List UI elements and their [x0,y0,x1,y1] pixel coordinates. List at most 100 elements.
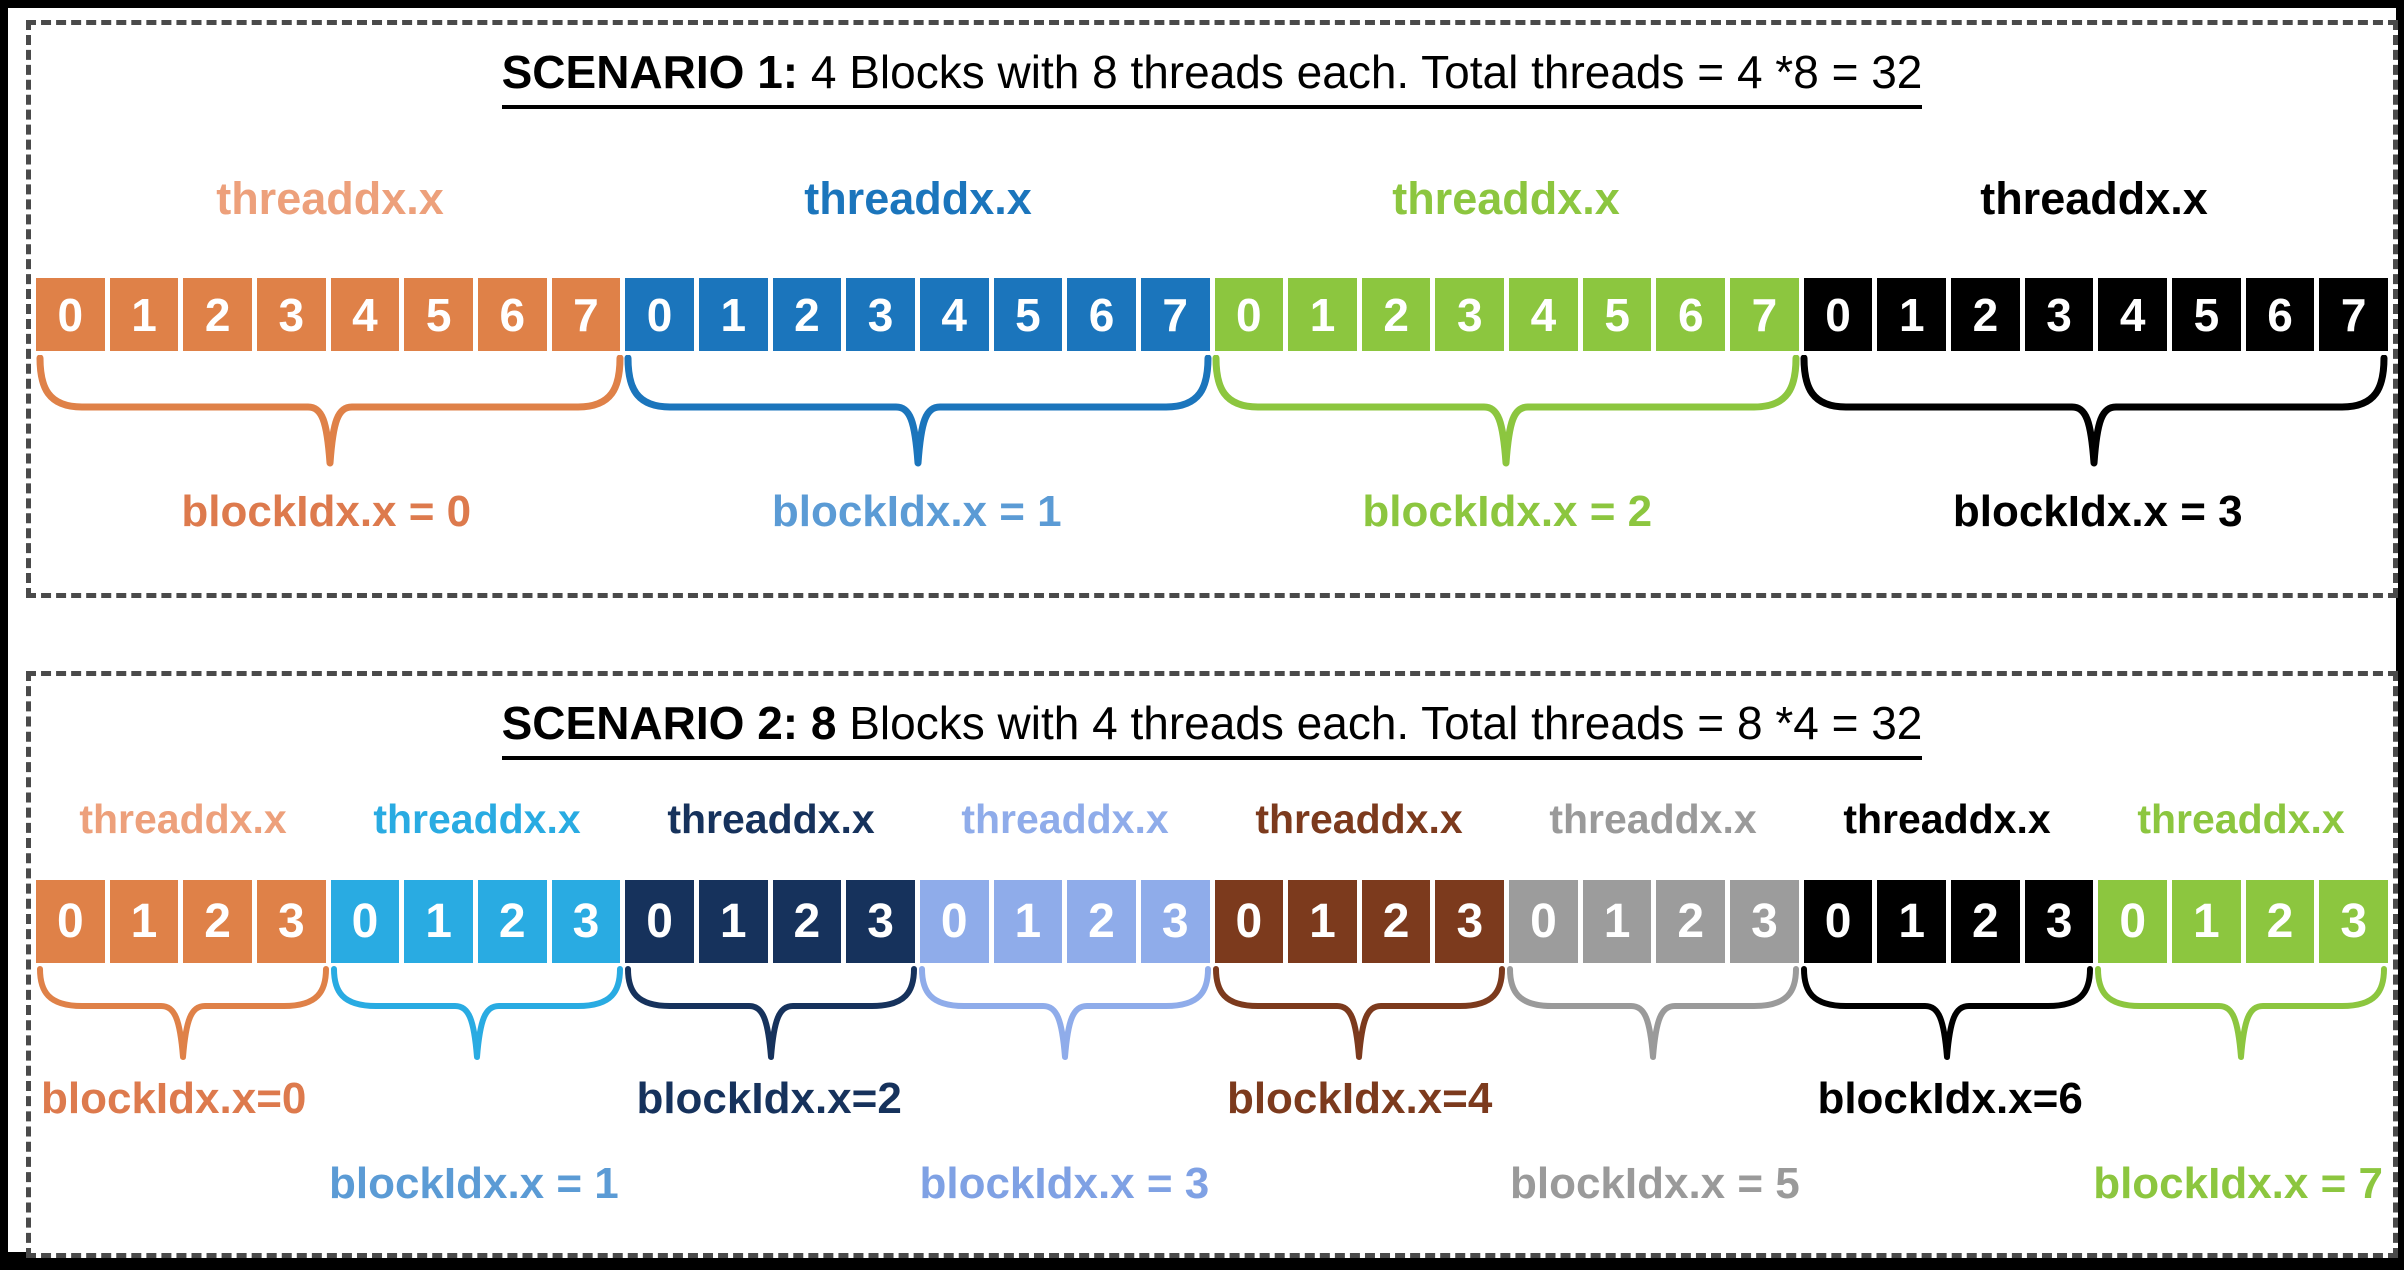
block-index-label: blockIdx.x=2 [636,1074,902,1123]
brace-curve-icon [2095,966,2387,1060]
thread-cell: 1 [698,880,768,963]
block-index-label: blockIdx.x = 1 [771,487,1062,536]
thread-cell: 0 [330,880,400,963]
block-index-label: blockIdx.x = 5 [1509,1159,1800,1208]
block-index-label: blockIdx.x = 3 [919,1159,1210,1208]
brace-curve-icon [1212,355,1800,467]
thread-cell: 1 [1288,278,1357,351]
scenario-1-title: SCENARIO 1: 4 Blocks with 8 threads each… [31,45,2393,109]
block-index-label: blockIdx.x = 0 [181,487,472,536]
thread-index-label: threaddx.x [373,796,581,842]
thread-cell: 2 [1361,880,1431,963]
block-index-label: blockIdx.x = 1 [328,1159,619,1208]
thread-index-label: threaddx.x [667,796,875,842]
block-brace [624,966,918,1063]
scenario-1-title-underline: SCENARIO 1: 4 Blocks with 8 threads each… [501,46,1923,109]
thread-cell: 2 [2245,880,2315,963]
thread-cell: 0 [1214,880,1284,963]
block-index-label: blockIdx.x=0 [41,1074,307,1123]
thread-cell: 3 [846,880,915,963]
thread-cell: 0 [1803,880,1873,963]
brace-curve-icon [1800,355,2388,467]
thread-cell: 5 [404,278,473,351]
thread-index-label: threaddx.x [961,796,1169,842]
scenario-2-title: SCENARIO 2: 8 Blocks with 4 threads each… [31,696,2393,760]
block-index-label: blockIdx.x = 7 [2093,1159,2383,1208]
thread-index-label: threaddx.x [1255,796,1463,842]
brace-curve-icon [919,966,1211,1060]
brace-curve-icon [36,355,624,467]
thread-cell: 6 [1656,278,1726,351]
thread-cell: 1 [698,278,768,351]
thread-cell: 1 [993,880,1063,963]
block-index-label: blockIdx.x=6 [1817,1074,2083,1123]
thread-index-label: threaddx.x [216,173,444,224]
thread-cell: 3 [1435,278,1505,351]
thread-cell: 0 [36,880,105,963]
thread-cell: 1 [109,278,179,351]
thread-cell: 1 [1877,880,1947,963]
thread-cell: 7 [551,278,621,351]
scenario-2-panel: SCENARIO 2: 8 Blocks with 4 threads each… [26,671,2398,1258]
thread-cell: 3 [846,278,915,351]
thread-cell: 1 [404,880,473,963]
thread-labels-row: threaddx.x threaddx.x threaddx.x threaddx.x… [31,796,2393,843]
thread-cell: 6 [2245,278,2315,351]
thread-cell: 3 [1140,880,1210,963]
block-labels-row-0: blockIdx.x=0 blockIdx.x=2 blockIdx.x=4 bloc… [31,1074,2393,1124]
thread-cell: 3 [2319,880,2388,963]
thread-cell: 4 [919,278,989,351]
thread-index-label: threaddx.x [804,173,1032,224]
thread-cell: 5 [993,278,1063,351]
thread-cell: 2 [1951,278,2020,351]
thread-cell: 7 [1140,278,1210,351]
thread-cell: 3 [2024,880,2094,963]
thread-cell: 0 [919,880,989,963]
thread-cell: 1 [1582,880,1652,963]
thread-cell: 0 [1214,278,1284,351]
thread-cell: 2 [183,278,252,351]
brace-curve-icon [1801,966,2093,1060]
block-brace [1800,355,2388,469]
block-brace [918,966,1212,1063]
thread-cell: 7 [1730,278,1799,351]
thread-cell: 2 [1361,278,1431,351]
block-labels-row-1: blockIdx.x = 1 blockIdx.x = 3 blockIdx.x =… [31,1159,2393,1209]
block-brace [2094,966,2388,1063]
thread-cell: 3 [1730,880,1799,963]
thread-cell: 4 [1509,278,1578,351]
thread-cell: 7 [2319,278,2388,351]
thread-cell: 6 [477,278,547,351]
thread-cell: 2 [1067,880,1136,963]
thread-cell: 5 [2172,278,2241,351]
braces-row [31,355,2393,469]
thread-cell: 0 [625,278,694,351]
thread-cell: 0 [625,880,694,963]
scenario-2-title-rest: Blocks with 4 threads each. Total thread… [836,697,1923,749]
block-brace [36,966,330,1063]
thread-cell: 0 [2098,880,2168,963]
block-brace [624,355,1212,469]
thread-cell: 6 [1067,278,1136,351]
block-index-label: blockIdx.x=4 [1226,1074,1493,1123]
thread-cell: 3 [551,880,621,963]
brace-curve-icon [625,966,917,1060]
scenario-1-panel: SCENARIO 1: 4 Blocks with 8 threads each… [26,20,2398,598]
brace-curve-icon [1507,966,1799,1060]
scenario-2-title-underline: SCENARIO 2: 8 Blocks with 4 threads each… [501,697,1923,760]
thread-cell: 3 [2024,278,2094,351]
thread-cell: 3 [256,278,326,351]
thread-cell: 1 [1288,880,1357,963]
block-brace [1800,966,2094,1063]
thread-index-label: threaddx.x [1843,796,2051,842]
thread-cell: 1 [109,880,179,963]
thread-index-label: threaddx.x [79,796,287,842]
thread-cell: 3 [1435,880,1505,963]
thread-cell: 2 [1656,880,1726,963]
block-brace [330,966,624,1063]
thread-cell: 3 [256,880,326,963]
